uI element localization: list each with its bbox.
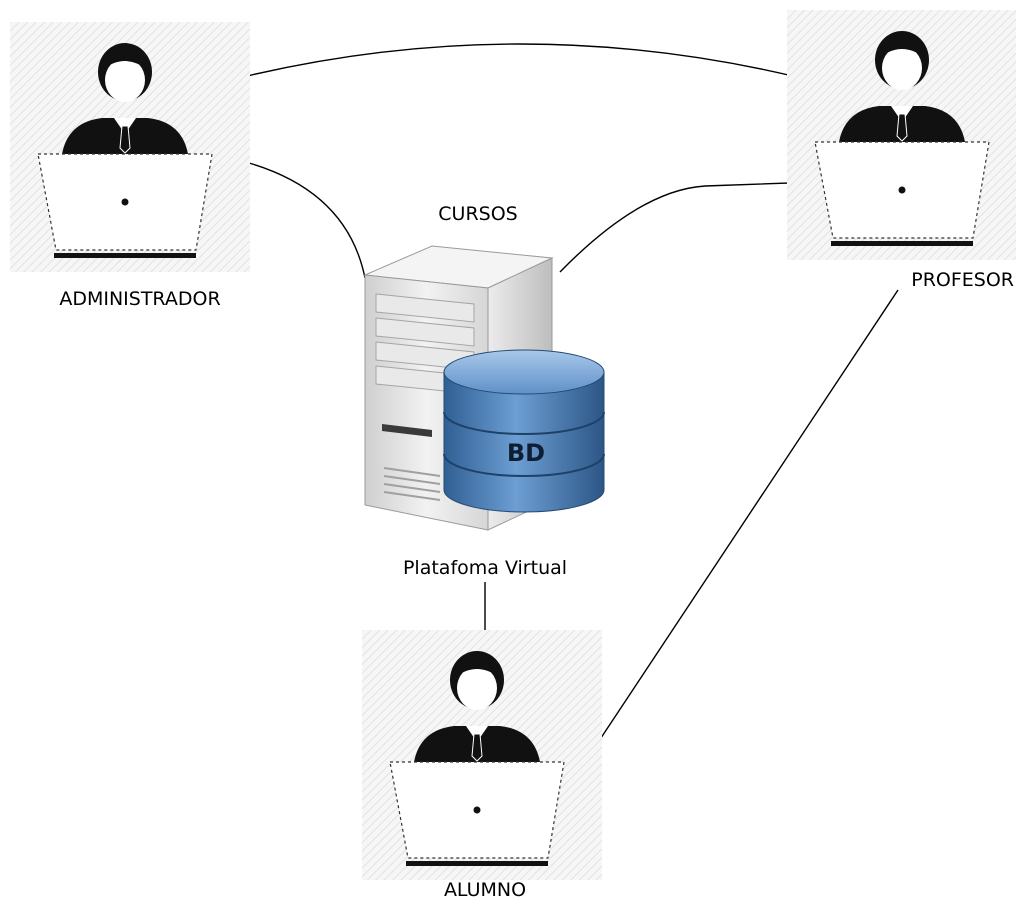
- node-profesor: PROFESOR: [786, 9, 1016, 291]
- edge-administrador-profesor: [199, 43, 841, 89]
- database-label: BD: [507, 439, 545, 467]
- edge-profesor-server: [559, 181, 819, 273]
- server-database-icon: BD: [363, 245, 605, 531]
- node-server: CURSOS BD Plataf: [363, 203, 605, 579]
- alumno-label: ALUMNO: [444, 879, 526, 901]
- node-administrador: ADMINISTRADOR: [9, 21, 251, 310]
- edge-profesor-alumno: [582, 289, 899, 766]
- profesor-label: PROFESOR: [911, 269, 1014, 291]
- administrador-label: ADMINISTRADOR: [59, 288, 220, 310]
- server-top-label: CURSOS: [438, 203, 517, 225]
- user-laptop-icon: [361, 629, 603, 881]
- user-laptop-icon: [9, 21, 251, 273]
- node-alumno: ALUMNO: [361, 629, 603, 901]
- user-laptop-icon: [786, 9, 1016, 261]
- server-bottom-label: Platafoma Virtual: [403, 557, 567, 579]
